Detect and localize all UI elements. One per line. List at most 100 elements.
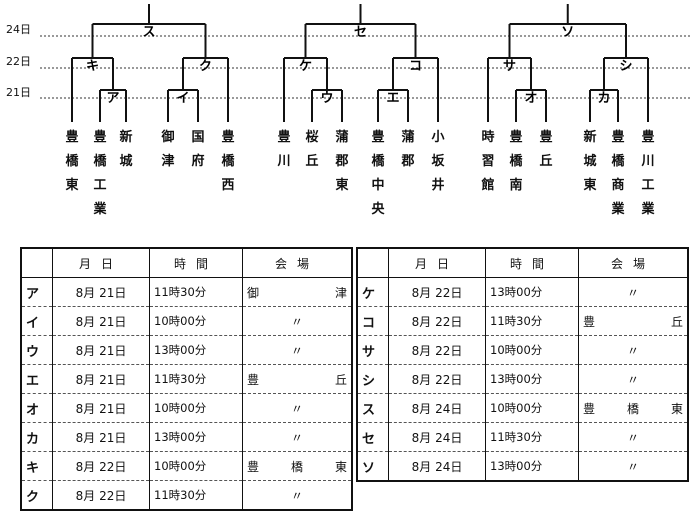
bracket-round-label: ク bbox=[199, 59, 212, 74]
header-time: 時間 bbox=[485, 248, 579, 278]
date-guides bbox=[40, 35, 692, 99]
venue-char: 豊 bbox=[247, 459, 260, 474]
table-header-row: 月日 時間 会場 bbox=[357, 248, 689, 278]
team-char: 豊 bbox=[277, 130, 291, 145]
date-label-22: 22日 bbox=[6, 55, 31, 68]
match-key: コ bbox=[357, 306, 389, 336]
team-char: 丘 bbox=[539, 154, 553, 169]
venue-char: 丘 bbox=[670, 314, 683, 329]
venue-char: 橋 bbox=[626, 401, 639, 416]
venue-char: 東 bbox=[670, 401, 683, 416]
team-char: 豊 bbox=[93, 130, 107, 145]
bracket-round-label: イ bbox=[176, 91, 189, 106]
match-key: ク bbox=[21, 480, 53, 511]
date-label-21: 21日 bbox=[6, 86, 31, 99]
team-name: 桜丘 bbox=[303, 126, 321, 174]
team-char: 西 bbox=[221, 178, 235, 193]
match-date: 8月 22日 bbox=[388, 277, 486, 307]
match-time: 10時00分 bbox=[149, 451, 243, 481]
match-date: 8月 22日 bbox=[388, 306, 486, 336]
team-name: 新城東 bbox=[581, 126, 599, 198]
team-char: 蒲 bbox=[401, 130, 415, 145]
match-key: エ bbox=[21, 364, 53, 394]
match-venue: 豊丘 bbox=[578, 306, 689, 336]
team-char: 津 bbox=[161, 154, 175, 169]
match-date: 8月 21日 bbox=[52, 364, 150, 394]
match-venue: 〃 bbox=[578, 422, 689, 452]
team-char: 央 bbox=[371, 202, 385, 217]
match-time: 11時30分 bbox=[149, 480, 243, 511]
match-time: 10時00分 bbox=[485, 393, 579, 423]
bracket-round-label: ウ bbox=[320, 91, 333, 106]
team-char: 豊 bbox=[641, 130, 655, 145]
team-char: 習 bbox=[481, 154, 495, 169]
date-label-24: 24日 bbox=[6, 23, 31, 36]
venue-char: 御 bbox=[247, 285, 260, 300]
venue-char: 津 bbox=[334, 285, 347, 300]
team-char: 業 bbox=[93, 202, 107, 217]
match-time: 10時00分 bbox=[149, 306, 243, 336]
team-char: 橋 bbox=[93, 154, 107, 169]
match-time: 13時00分 bbox=[149, 335, 243, 365]
team-char: 豊 bbox=[539, 130, 553, 145]
venue-char: 〃 bbox=[626, 430, 639, 445]
header-key-cell bbox=[21, 248, 53, 278]
venue-char: 〃 bbox=[626, 343, 639, 358]
match-time: 11時30分 bbox=[485, 422, 579, 452]
match-key: ケ bbox=[357, 277, 389, 307]
match-date: 8月 21日 bbox=[52, 393, 150, 423]
team-char: 井 bbox=[431, 178, 445, 193]
team-char: 橋 bbox=[65, 154, 79, 169]
match-date: 8月 21日 bbox=[52, 335, 150, 365]
team-char: 御 bbox=[161, 130, 175, 145]
team-char: 橋 bbox=[221, 154, 235, 169]
team-char: 新 bbox=[119, 130, 133, 145]
team-char: 豊 bbox=[611, 130, 625, 145]
team-name: 豊川 bbox=[275, 126, 293, 174]
header-key-cell bbox=[357, 248, 389, 278]
team-name: 豊橋西 bbox=[219, 126, 237, 198]
match-date: 8月 22日 bbox=[52, 480, 150, 511]
team-char: 桜 bbox=[305, 130, 319, 145]
team-char: 豊 bbox=[509, 130, 523, 145]
bracket-round-label: ア bbox=[106, 91, 119, 106]
match-date: 8月 21日 bbox=[52, 306, 150, 336]
venue-char: 〃 bbox=[626, 285, 639, 300]
team-char: 豊 bbox=[371, 130, 385, 145]
header-date: 月日 bbox=[388, 248, 486, 278]
match-key: サ bbox=[357, 335, 389, 365]
bracket-round-label: オ bbox=[524, 91, 537, 106]
bracket-round-label: ソ bbox=[561, 25, 574, 40]
team-char: 南 bbox=[509, 178, 523, 193]
team-char: 豊 bbox=[65, 130, 79, 145]
team-char: 商 bbox=[611, 178, 625, 193]
team-char: 蒲 bbox=[335, 130, 349, 145]
team-char: 国 bbox=[191, 130, 205, 145]
team-char: 中 bbox=[371, 178, 385, 193]
venue-char: 〃 bbox=[290, 401, 303, 416]
team-char: 東 bbox=[335, 178, 349, 193]
table-header-row: 月日 時間 会場 bbox=[21, 248, 353, 278]
team-name: 豊丘 bbox=[537, 126, 555, 174]
team-char: 橋 bbox=[371, 154, 385, 169]
team-char: 城 bbox=[119, 154, 133, 169]
venue-char: 〃 bbox=[290, 343, 303, 358]
match-time: 10時00分 bbox=[149, 393, 243, 423]
match-venue: 豊橋東 bbox=[242, 451, 353, 481]
venue-char: 豊 bbox=[583, 401, 596, 416]
bracket-round-label: キ bbox=[86, 59, 99, 74]
match-time: 13時00分 bbox=[485, 277, 579, 307]
tournament-bracket: アイキクスウエケコセオカサシソ bbox=[40, 4, 692, 122]
match-time: 13時00分 bbox=[149, 422, 243, 452]
bracket-round-label: エ bbox=[386, 91, 399, 106]
team-char: 新 bbox=[583, 130, 597, 145]
